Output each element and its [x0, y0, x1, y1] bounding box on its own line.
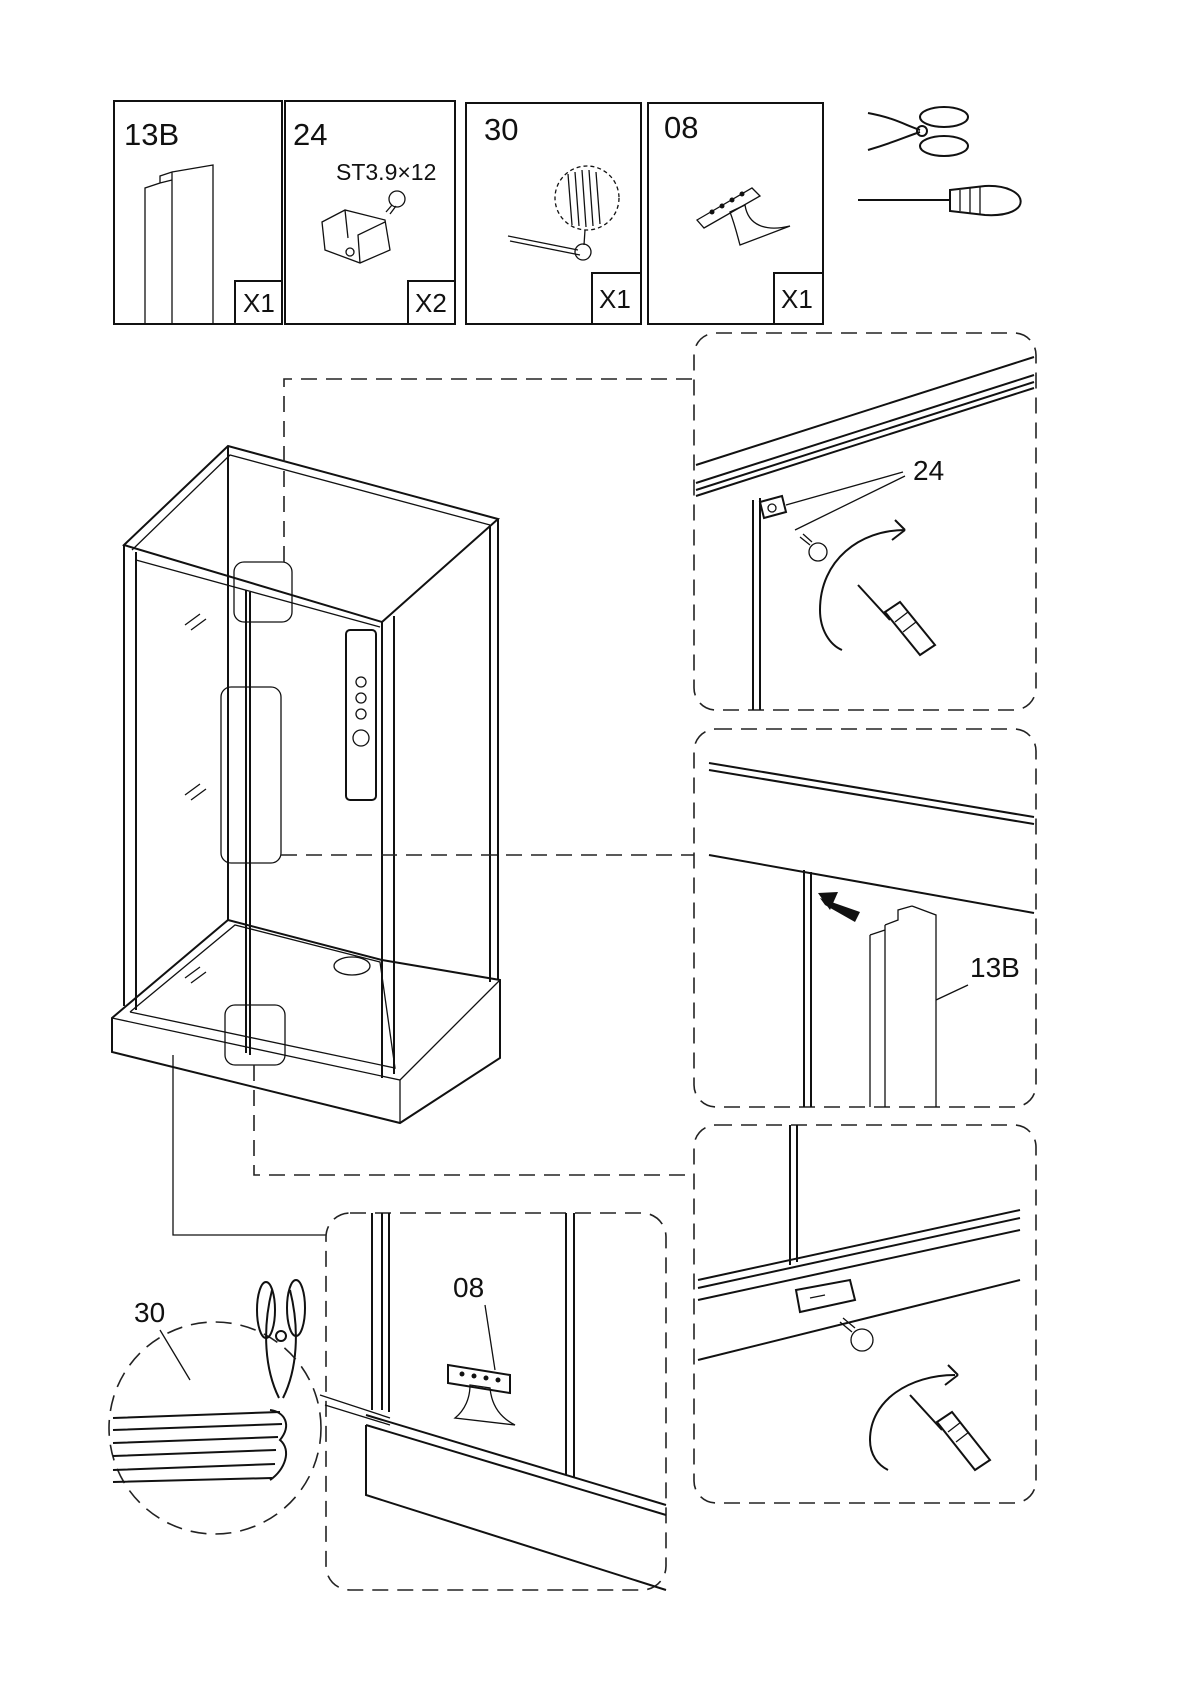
callout-13b: 13B: [970, 952, 1020, 983]
detail-top: 24: [694, 333, 1036, 710]
screwdriver-icon: [858, 585, 935, 655]
profile-13b-icon: [145, 165, 213, 324]
screwdriver-icon: [858, 186, 1021, 215]
seal-strip-icon: [508, 166, 619, 260]
callout-30: 30: [134, 1297, 165, 1328]
screwdriver-icon: [910, 1395, 990, 1470]
holder-icon: [448, 1365, 515, 1425]
part-box-08: 08 X1: [648, 103, 823, 324]
shower-cabin-drawing: [112, 446, 500, 1123]
part-qty: X1: [599, 284, 631, 314]
callout-24: 24: [913, 455, 944, 486]
part-spec: ST3.9×12: [336, 159, 436, 185]
part-qty: X1: [781, 284, 813, 314]
detail-bottom-right: [694, 1125, 1036, 1503]
part-code: 08: [664, 110, 698, 145]
part-code: 13B: [124, 117, 179, 152]
part-qty: X2: [415, 288, 447, 318]
callout-08: 08: [453, 1272, 484, 1303]
detail-bottom-center: 08: [326, 1213, 666, 1590]
leader-bottom: [254, 1065, 694, 1175]
bracket-icon: [322, 210, 390, 263]
part-box-24: 24 ST3.9×12 X2: [285, 101, 455, 324]
screw-icon: [800, 534, 827, 561]
holder-icon: [697, 188, 790, 245]
scissors-icon: [868, 107, 968, 156]
part-qty: X1: [243, 288, 275, 318]
detail-middle: 13B: [694, 729, 1036, 1107]
part-box-30: 30 X1: [466, 103, 641, 324]
part-code: 30: [484, 112, 518, 147]
detail-seal: 30: [109, 1280, 390, 1534]
scissors-icon: [257, 1280, 305, 1398]
leader-seal: [173, 1055, 326, 1235]
part-code: 24: [293, 117, 327, 152]
screw-icon: [386, 191, 405, 214]
part-box-13b: 13B X1: [114, 101, 282, 324]
